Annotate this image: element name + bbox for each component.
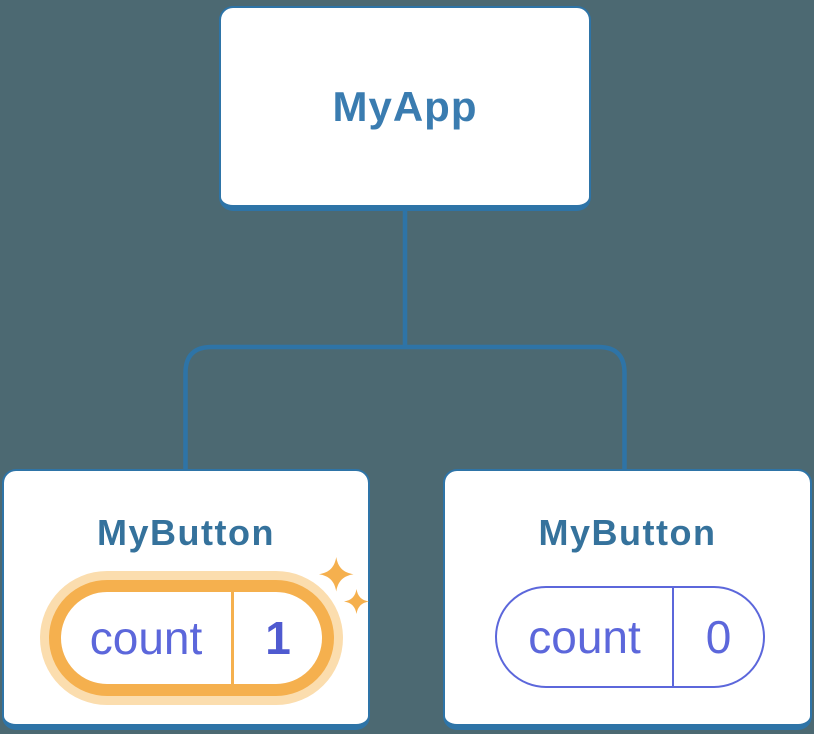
- mybutton-left-label: MyButton: [97, 512, 275, 553]
- myapp-node: MyApp: [219, 6, 591, 211]
- state-value-label: 0: [705, 611, 732, 663]
- myapp-node-label: MyApp: [332, 82, 478, 130]
- sparkles-icon: [319, 557, 369, 614]
- mybutton-node-right: MyButton count 0: [443, 469, 812, 730]
- state-pill-highlighted: count 1: [49, 580, 334, 696]
- mybutton-node-left: MyButton count 1: [2, 469, 370, 730]
- state-key-label: count: [89, 612, 203, 664]
- state-value-label: 1: [265, 612, 291, 664]
- pill-divider: [672, 588, 674, 686]
- mybutton-right-label: MyButton: [538, 512, 717, 553]
- state-pill-plain: count 0: [495, 586, 765, 688]
- pill-divider: [231, 592, 234, 684]
- state-key-label: count: [528, 611, 641, 663]
